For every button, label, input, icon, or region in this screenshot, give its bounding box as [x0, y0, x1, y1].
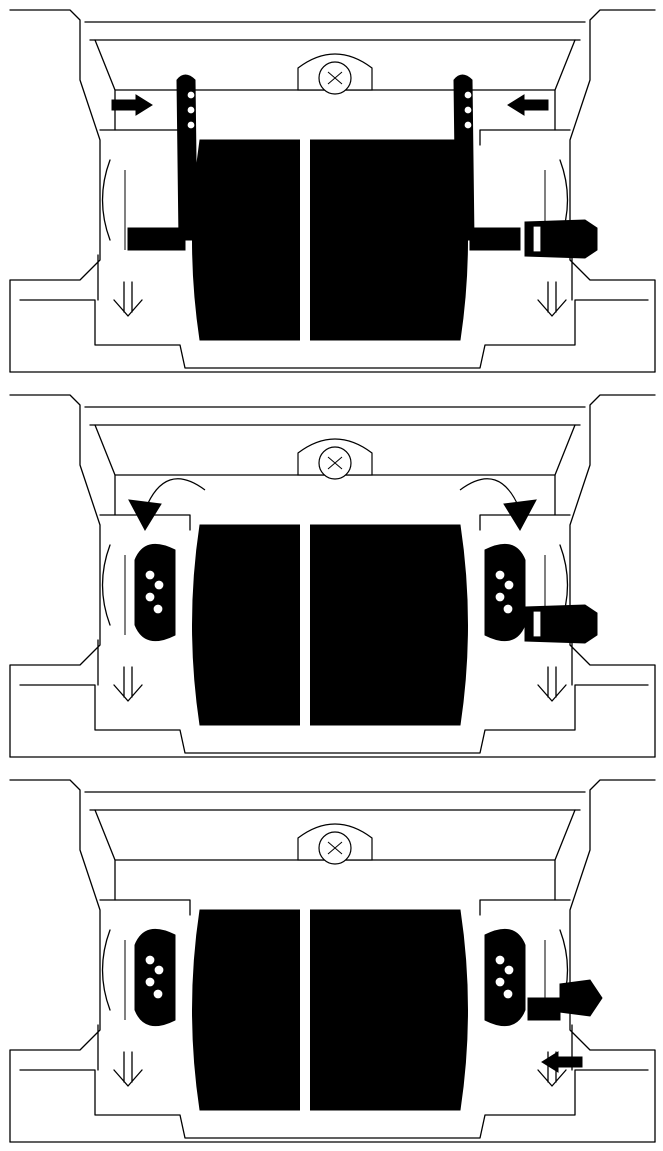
lever-icon-left: [177, 75, 197, 240]
lever-icon-left-hole-0: [145, 955, 155, 965]
end-cap-right-ring: [533, 611, 541, 637]
down-arrow-icon-left: [114, 667, 142, 701]
lever-icon-right: [485, 929, 525, 1025]
lever-icon-left: [135, 544, 175, 640]
down-arrow-icon-left: [114, 282, 142, 316]
shaft-right: [470, 228, 520, 250]
lever-icon-left-hole-3: [153, 989, 163, 999]
roller-right-half: [310, 910, 468, 1110]
panel-step-2: [10, 395, 655, 757]
end-cap-right-ring: [533, 226, 541, 252]
lever-icon-left-hole-0: [187, 91, 195, 99]
shaft-right: [528, 998, 560, 1020]
down-arrow-icon-left: [114, 1052, 142, 1086]
panel-step-3: [10, 780, 655, 1142]
housing-right-outline: [570, 10, 655, 372]
housing-left-outline: [10, 780, 100, 1142]
shaft-left: [128, 228, 185, 250]
panel-step-1: [10, 10, 655, 372]
housing-left-outline: [10, 10, 100, 372]
lever-icon-left-hole-2: [145, 977, 155, 987]
roller-left-half: [193, 140, 301, 340]
lever-icon-right: [454, 75, 474, 240]
lever-icon-right-hole-1: [504, 580, 514, 590]
arrow-icon-left: [508, 95, 548, 115]
lever-icon-left-hole-1: [154, 580, 164, 590]
roller-gap: [300, 523, 310, 727]
lever-icon-right-hole-1: [464, 106, 472, 114]
lever-icon-right-hole-0: [495, 570, 505, 580]
lever-icon-right-hole-3: [503, 989, 513, 999]
lever-icon-right-hole-3: [503, 604, 513, 614]
lever-icon-left-hole-1: [154, 965, 164, 975]
roller-gap: [300, 908, 310, 1112]
down-arrow-icon-right: [538, 667, 566, 701]
lever-icon-right: [485, 544, 525, 640]
down-arrow-icon-right: [538, 282, 566, 316]
roller-left-half: [193, 910, 301, 1110]
end-cap-removed: [560, 980, 602, 1016]
lever-icon-right-hole-2: [495, 977, 505, 987]
roller-left-half: [193, 525, 301, 725]
lever-icon-right-hole-2: [495, 592, 505, 602]
lever-icon-left-hole-1: [187, 106, 195, 114]
housing-right-outline: [570, 780, 655, 1142]
housing-left-outline: [10, 395, 100, 757]
arrow-icon-right: [112, 95, 152, 115]
roller-right-half: [310, 525, 468, 725]
roller-right-half: [310, 140, 468, 340]
lever-icon-left: [135, 929, 175, 1025]
lever-icon-right-hole-0: [464, 91, 472, 99]
lever-icon-left-hole-0: [145, 570, 155, 580]
lever-icon-left-hole-2: [145, 592, 155, 602]
lever-icon-right-hole-2: [464, 121, 472, 129]
roller-gap: [300, 138, 310, 342]
cover-sides: [115, 860, 555, 900]
lever-icon-right-hole-0: [495, 955, 505, 965]
lever-icon-left-hole-3: [153, 604, 163, 614]
lever-icon-left-hole-2: [187, 121, 195, 129]
housing-right-outline: [570, 395, 655, 757]
lever-icon-right-hole-1: [504, 965, 514, 975]
